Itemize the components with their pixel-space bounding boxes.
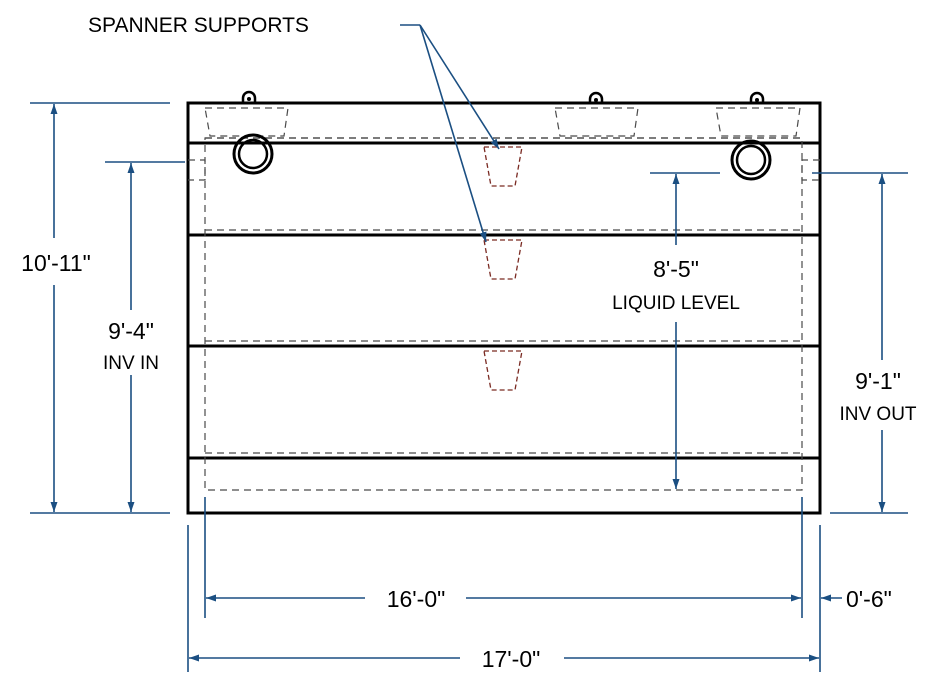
tank-outline [186,101,822,515]
lifting-loop-middle [588,91,604,103]
lifting-loops [241,90,765,103]
inlet-notch [188,159,206,181]
spanner-supports [483,146,523,391]
wall-thickness-text: 0'-6" [846,586,892,612]
inv-out-label: INV OUT [839,404,916,425]
overall-height-text: 10'-11" [21,250,91,276]
inv-in-value: 9'-4" [108,318,154,344]
dimension-inv-out: 9'-1" INV OUT [812,172,917,514]
lifting-loop-left-hole [247,97,251,101]
spanner-supports-label: SPANNER SUPPORTS [88,14,309,37]
pipe-inlet [232,133,274,175]
inv-out-value: 9'-1" [855,368,901,394]
outlet-notch [801,159,820,181]
spanner-supports-callout: SPANNER SUPPORTS [88,14,500,243]
dimension-inner-length: 16'-0" [206,586,801,612]
dimension-overall-height: 10'-11" [21,102,170,514]
outlet-pipe-inner [735,144,767,176]
inner-wall-outline [204,137,803,491]
pipe-outlet [730,139,772,181]
spanner-support-1 [483,146,523,187]
spanner-support-3 [483,350,523,391]
lifting-loop-left [241,90,257,103]
callout-leader-to-support-2 [419,24,487,243]
lifting-loop-right-hole [755,98,759,102]
dimension-overall-length: 17'-0" [189,646,819,672]
inlet-pipe-outer [232,133,274,175]
overall-length-text: 17'-0" [482,646,541,672]
dimension-inv-in: 9'-4" INV IN [103,161,185,512]
tank-body [186,101,822,515]
lifting-loop-middle-hole [594,98,598,102]
inlet-pipe-inner [237,138,269,170]
riser-right [715,107,801,137]
inner-length-text: 16'-0" [387,586,446,612]
liquid-level-value: 8'-5" [653,256,699,282]
riser-middle [554,107,639,137]
liquid-level-label: LIQUID LEVEL [612,293,740,314]
callout-leader-to-support-1 [419,24,500,150]
tank-interior-hidden-lines [188,137,820,491]
outlet-pipe-outer [730,139,772,181]
riser-left [204,107,289,137]
dimension-liquid-level: 8'-5" LIQUID LEVEL [612,172,740,489]
inv-in-label: INV IN [103,353,159,374]
dimension-wall-thickness: 0'-6" [821,586,892,612]
horizontal-extension-lines [187,497,821,672]
tank-risers [204,107,801,137]
spanner-support-2 [483,239,523,280]
lifting-loop-right [749,91,765,103]
